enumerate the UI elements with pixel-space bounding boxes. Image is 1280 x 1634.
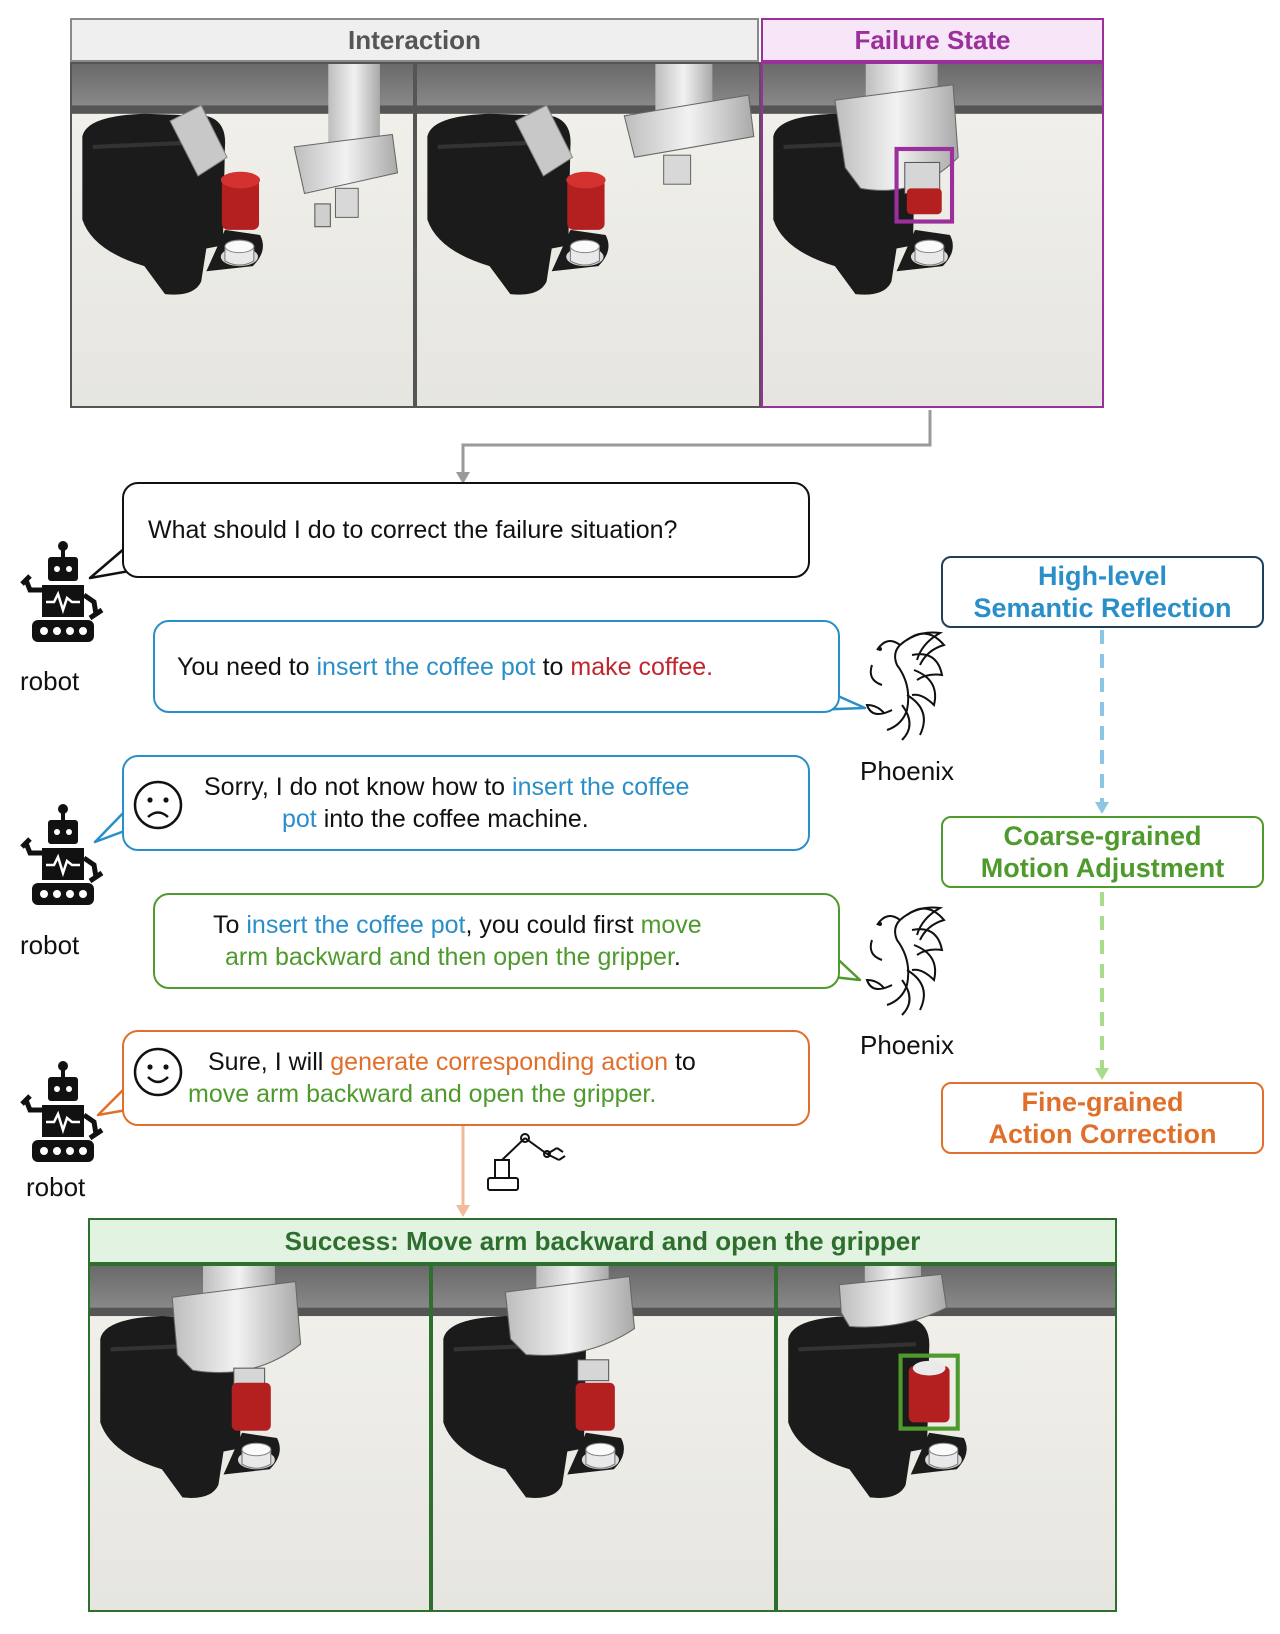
robot-sorry-bubble: Sorry, I do not know how to insert the c…: [122, 755, 810, 851]
interaction-label: Interaction: [348, 24, 481, 55]
interaction-header: Interaction: [70, 18, 759, 62]
success-frame-2: [431, 1264, 776, 1612]
text-segment: .: [673, 943, 681, 971]
phoenix-label: Phoenix: [860, 1030, 954, 1060]
robot-sorry-line1: Sorry, I do not know how to insert the c…: [204, 771, 689, 803]
text-segment: to: [535, 653, 571, 681]
arrowhead: [456, 1205, 470, 1217]
highlight-goal: insert the coffee: [512, 773, 690, 801]
robot-icon: [20, 541, 104, 642]
robot-label: robot: [26, 1172, 86, 1202]
robot-sorry-line2: pot into the coffee machine.: [282, 803, 589, 835]
highlight-action: generate corresponding action: [330, 1048, 668, 1076]
text-segment: To: [213, 911, 247, 939]
failure-state-header: Failure State: [761, 18, 1104, 62]
phoenix-icon: [865, 906, 946, 1016]
phoenix-label: Phoenix: [860, 756, 954, 786]
stage-title-line2: Motion Adjustment: [980, 853, 1225, 883]
failure-state-label: Failure State: [854, 24, 1011, 55]
stage-title-line1: Coarse-grained: [1003, 821, 1202, 851]
phoenix-motion-line1: To insert the coffee pot, you could firs…: [213, 909, 702, 941]
robot-label: robot: [20, 666, 80, 696]
text-segment: You need to: [177, 653, 317, 681]
robot-action-bubble: Sure, I will generate corresponding acti…: [122, 1030, 810, 1126]
stage-title-line2: Action Correction: [988, 1119, 1217, 1149]
sad-face-icon: [133, 780, 183, 830]
highlight-task: make coffee.: [570, 653, 714, 681]
smile-face-icon: [133, 1047, 183, 1097]
robot-action-line2: move arm backward and open the gripper.: [188, 1080, 657, 1108]
failure-state-frame: [761, 62, 1104, 408]
phoenix-motion-line2: arm backward and then open the gripper.: [225, 941, 681, 973]
phoenix-icon: [865, 631, 946, 741]
robot-question-bubble: What should I do to correct the failure …: [122, 482, 810, 578]
robot-icon: [20, 804, 104, 905]
text-segment: Sure, I will: [208, 1048, 331, 1076]
highlight-goal: insert the coffee pot: [246, 911, 466, 939]
robot-icon: [20, 1061, 104, 1162]
stage-title-line2: Semantic Reflection: [973, 593, 1232, 623]
text-segment: to: [668, 1048, 696, 1076]
robot-action-line1: Sure, I will generate corresponding acti…: [208, 1046, 696, 1078]
highlight-motion: move: [640, 911, 702, 939]
success-label: Success: Move arm backward and open the …: [284, 1225, 921, 1256]
robot-arm-icon: [487, 1133, 566, 1191]
highlight-goal: pot: [282, 805, 317, 833]
text-segment: , you could first: [465, 911, 641, 939]
stage-title-line1: High-level: [1037, 561, 1168, 591]
interaction-frame-2: [415, 62, 761, 408]
success-frame-3: [776, 1264, 1117, 1612]
stage-coarse-grained: Coarse-grained Motion Adjustment: [941, 816, 1264, 888]
arrowhead: [1095, 802, 1109, 814]
text-segment: Sorry, I do not know how to: [204, 773, 513, 801]
text-segment: into the coffee machine.: [316, 805, 589, 833]
failure-to-question-arrow: [461, 410, 932, 475]
success-frame-1: [88, 1264, 431, 1612]
highlight-motion: arm backward and then open the gripper: [225, 943, 674, 971]
phoenix-reflection-bubble: You need to insert the coffee pot to mak…: [153, 620, 840, 713]
highlight-goal: insert the coffee pot: [316, 653, 536, 681]
arrowhead: [1095, 1068, 1109, 1080]
success-header: Success: Move arm backward and open the …: [88, 1218, 1117, 1264]
stage-fine-grained: Fine-grained Action Correction: [941, 1082, 1264, 1154]
stage-high-level: High-level Semantic Reflection: [941, 556, 1264, 628]
robot-question-text: What should I do to correct the failure …: [148, 516, 678, 544]
stage-title-line1: Fine-grained: [1021, 1087, 1184, 1117]
phoenix-motion-bubble: To insert the coffee pot, you could firs…: [153, 893, 840, 989]
interaction-frame-1: [70, 62, 415, 408]
robot-label: robot: [20, 930, 80, 960]
phoenix-reflection-text: You need to insert the coffee pot to mak…: [177, 651, 713, 683]
